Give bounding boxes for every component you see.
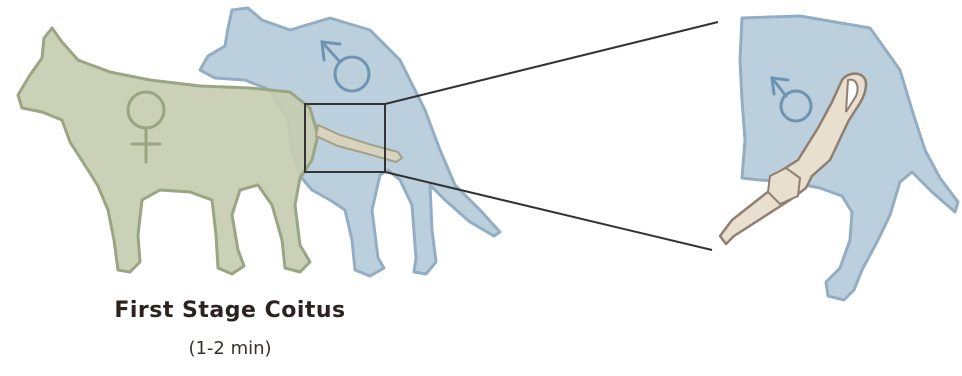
inset-male-hindquarters xyxy=(740,16,958,300)
zoom-connector-upper xyxy=(385,22,718,104)
stage-duration: (1-2 min) xyxy=(0,338,460,359)
stage-title: First Stage Coitus xyxy=(0,298,460,323)
